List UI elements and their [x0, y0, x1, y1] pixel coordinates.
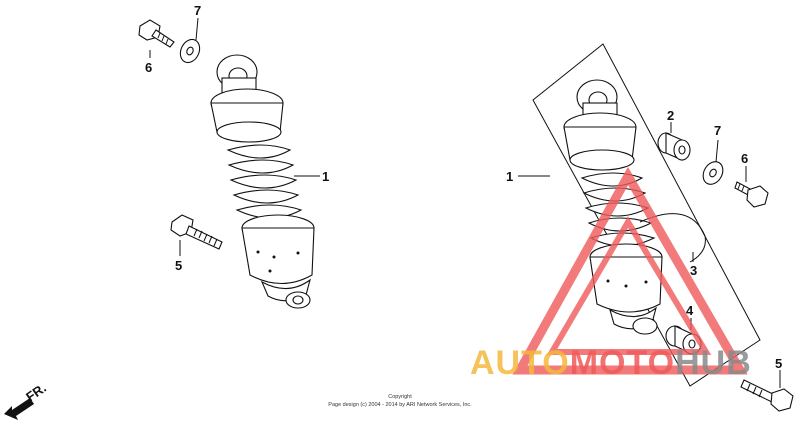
callout-5-right: 5 [775, 356, 782, 371]
watermark-logo [512, 166, 748, 375]
watermark-part-hub: HUB [675, 344, 752, 382]
bolt-6-right[interactable] [734, 181, 769, 208]
bolt-5-left[interactable] [170, 214, 223, 250]
bushing-2-right[interactable] [657, 132, 691, 161]
left-shock-absorber[interactable] [210, 54, 315, 309]
callout-5-left: 5 [175, 258, 182, 273]
front-arrow-icon [4, 398, 34, 420]
callout-6-right: 6 [741, 151, 748, 166]
callout-7-left: 7 [194, 3, 201, 18]
bolt-5-right[interactable] [740, 379, 794, 412]
callout-2-right: 2 [667, 108, 674, 123]
front-direction-indicator: FR. [4, 380, 49, 420]
washer-7-left[interactable] [177, 36, 203, 65]
copyright-line2: Page design (c) 2004 - 2014 by ARI Netwo… [328, 402, 472, 408]
watermark-part-auto: AUTO [470, 344, 570, 382]
copyright-line1: Copyright [388, 394, 412, 400]
callout-1-right: 1 [506, 169, 513, 184]
leader-7-right [715, 139, 719, 163]
watermark-text: AUTOMOTOHUB [470, 344, 752, 383]
right-shock-absorber[interactable] [563, 79, 663, 335]
callout-4-right: 4 [686, 303, 694, 318]
washer-7-right[interactable] [699, 158, 727, 188]
callout-1-left: 1 [322, 169, 329, 184]
callout-3-right: 3 [690, 263, 697, 278]
watermark-part-moto: MOTO [569, 344, 676, 382]
retaining-ring-3[interactable] [639, 213, 706, 263]
callout-6-left: 6 [145, 60, 152, 75]
leader-7-left [195, 17, 199, 41]
bolt-6-left[interactable] [138, 19, 175, 48]
callout-7-right: 7 [714, 123, 721, 138]
